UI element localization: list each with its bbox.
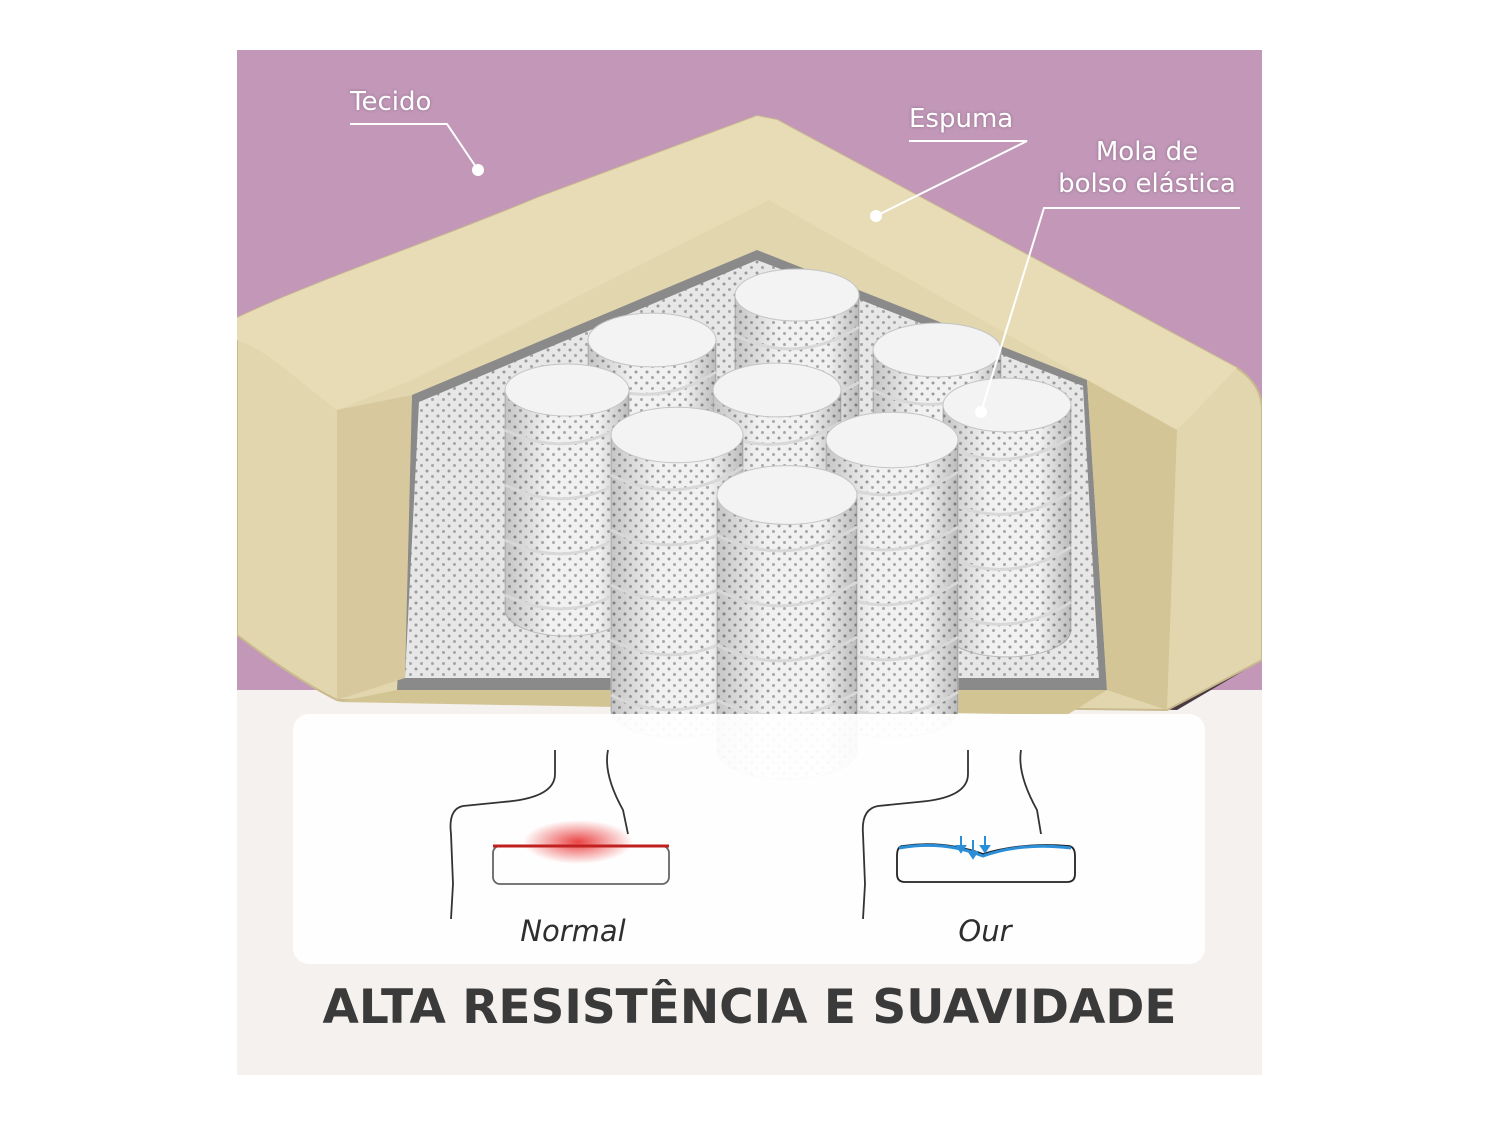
headline: ALTA RESISTÊNCIA E SUAVIDADE xyxy=(322,980,1177,1035)
our-seating-figure xyxy=(861,749,1076,920)
normal-caption: Normal xyxy=(520,914,626,948)
fabric-label: Tecido xyxy=(350,87,432,117)
pocket-springs xyxy=(504,268,1072,780)
support-arrows-icon xyxy=(955,836,991,860)
pocket-spring-label: Mola de bolso elástica xyxy=(1047,136,1247,200)
pressure-point xyxy=(523,820,633,864)
foam-label: Espuma xyxy=(909,104,1014,134)
spring-column xyxy=(716,465,858,780)
spring-column xyxy=(504,363,630,637)
product-feature-panel: Tecido Espuma Mola de bolso elástica xyxy=(237,50,1262,1075)
spring-column xyxy=(942,377,1072,658)
pocket-spring-label-line2: bolso elástica xyxy=(1058,169,1236,199)
our-caption: Our xyxy=(958,914,1012,948)
comparison-panel: Normal Our xyxy=(293,714,1205,964)
spring-column xyxy=(610,406,744,739)
comparison-illustration xyxy=(449,749,1076,920)
support-curve xyxy=(898,843,1072,858)
pocket-spring-label-line1: Mola de xyxy=(1095,137,1199,167)
